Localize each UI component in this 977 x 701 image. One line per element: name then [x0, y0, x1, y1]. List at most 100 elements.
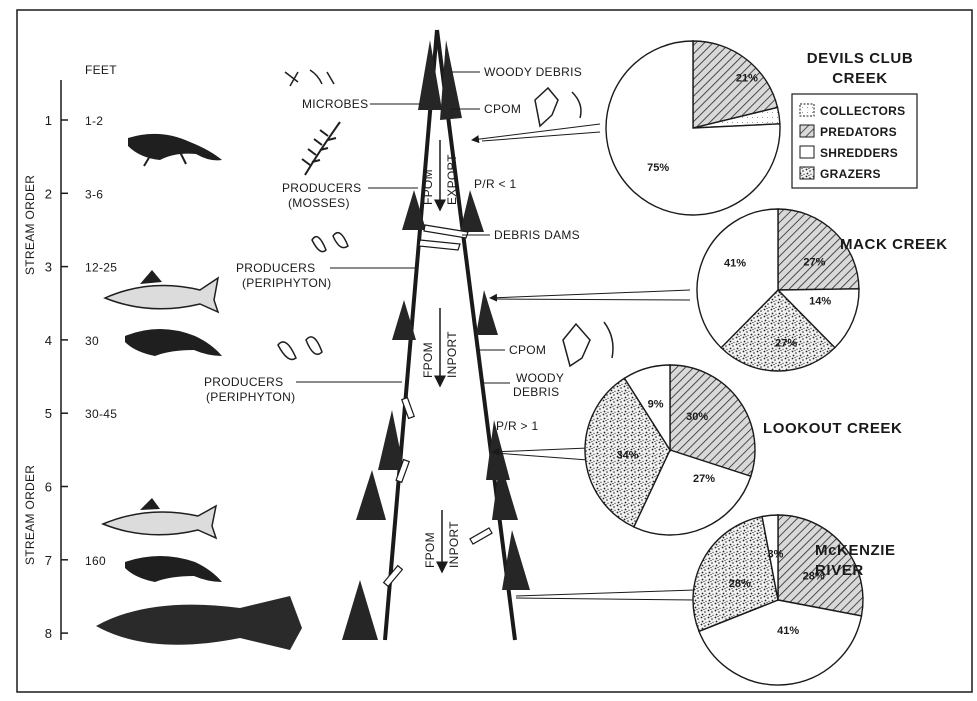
stream-order-tick: 3: [45, 260, 52, 275]
salmon: [96, 596, 302, 650]
periphyton-sublabel-1: (PERIPHYTON): [242, 276, 331, 290]
pie-slice-label: 27%: [775, 338, 797, 350]
pie-slice-label: 34%: [616, 449, 638, 461]
stream-order-tick: 8: [45, 626, 52, 641]
pie-title: LOOKOUT CREEK: [763, 420, 902, 437]
salamander-2: [125, 329, 222, 356]
pie-chart-2: 27% 14% 27% 41% MACK CREEK: [696, 208, 948, 372]
moss-icon: [301, 121, 341, 176]
trout-1: [103, 270, 220, 314]
feet-tick: 30-45: [85, 407, 117, 421]
fpom-label-2: FPOM: [421, 342, 435, 378]
stream-order-label-lower: STREAM ORDER: [23, 465, 37, 565]
stream-order-tick: 6: [45, 480, 52, 495]
legend-label-grazers: GRAZERS: [820, 167, 881, 181]
feet-tick: 30: [85, 334, 99, 348]
pie-title: DEVILS CLUB: [807, 50, 914, 67]
pie-slice-label: 3%: [767, 548, 783, 560]
export-label: EXPORT: [445, 154, 459, 205]
producers-periphyton-label-1: PRODUCERS: [236, 261, 315, 275]
legend-swatch-collectors: [799, 103, 815, 117]
pie-slice-label: 9%: [648, 398, 664, 410]
microbes-label: MICROBES: [302, 97, 368, 111]
pie-slice-predators: [669, 364, 756, 478]
pie-slice-shredders: [605, 40, 781, 216]
stream-order-label-upper: STREAM ORDER: [23, 175, 37, 275]
pie-slice-predators: [692, 40, 779, 129]
pie-slice-label: 21%: [736, 73, 758, 85]
trout-2: [101, 498, 218, 540]
pie-slice-label: 27%: [803, 257, 825, 269]
pie-slice-shredders: [632, 449, 752, 536]
leaf-icon-top: [534, 86, 582, 128]
fpom-import-arrow-2: FPOM INPORT: [423, 510, 461, 574]
stream-order-tick: 1: [45, 113, 52, 128]
pie-slice-label: 14%: [809, 296, 831, 308]
pie-slice-label: 41%: [777, 625, 799, 637]
pie-title: CREEK: [832, 70, 888, 87]
pie-slice-shredders: [761, 514, 779, 601]
fpom-import-arrow-1: FPOM INPORT: [421, 308, 459, 388]
woody-label: WOODY: [516, 371, 564, 385]
stream-order-tick: 4: [45, 333, 52, 348]
producers-mosses-label: PRODUCERS: [282, 181, 361, 195]
mosses-sublabel: (MOSSES): [288, 196, 350, 210]
feet-tick: 160: [85, 554, 106, 568]
pie-slice-label: 28%: [729, 578, 751, 590]
legend-label-predators: PREDATORS: [820, 125, 897, 139]
fpom-label-3: FPOM: [423, 532, 437, 568]
pie-slice-shredders: [698, 599, 863, 686]
periphyton-icon-2: [277, 336, 323, 361]
periphyton-icon-1: [311, 231, 349, 253]
pr-less-than-one: P/R < 1: [474, 177, 516, 191]
annotations: [296, 71, 510, 384]
legend-swatch-shredders: [799, 145, 815, 159]
pie-slice-shredders: [776, 288, 860, 349]
fpom-export-arrow: FPOM EXPORT: [421, 140, 459, 212]
salamander-3: [125, 556, 222, 582]
pie-slice-label: 41%: [724, 257, 746, 269]
stream-channel: [342, 29, 530, 641]
stream-order-tick: 7: [45, 553, 52, 568]
legend-label-collectors: COLLECTORS: [820, 104, 905, 118]
salamander-1: [128, 133, 222, 167]
pie-slice-shredders: [696, 208, 779, 349]
pie-slice-label: 30%: [686, 411, 708, 423]
feet-header: FEET: [85, 63, 117, 77]
feet-tick: 3-6: [85, 187, 103, 201]
import-label-1: INPORT: [445, 331, 459, 378]
legend-swatch-predators: [799, 124, 815, 138]
import-label-2: INPORT: [447, 521, 461, 568]
pie-title: RIVER: [815, 562, 864, 579]
stream-order-tick: 5: [45, 406, 52, 421]
legend-label-shredders: SHREDDERS: [820, 146, 898, 160]
pie-charts: 21%3%75%DEVILS CLUBCREEK27%14%27%41%MACK…: [584, 40, 948, 686]
debris-marks: [382, 224, 493, 588]
pie-slice-grazers: [584, 377, 671, 528]
microbes-icon: [284, 69, 335, 87]
fpom-label-1: FPOM: [421, 169, 435, 205]
pie-slice-grazers: [720, 289, 836, 372]
pie-connectors: [471, 123, 696, 601]
pie-title: McKENZIE: [815, 542, 896, 559]
periphyton-sublabel-2: (PERIPHYTON): [206, 390, 295, 404]
pie-slice-shredders: [623, 364, 671, 453]
pie-chart-3: 30% 27% 34% 9% LOOKOUT CREEK: [584, 364, 902, 536]
pie-chart-4: 28% 41% 28% 3% McKENZIE RIVER: [692, 514, 896, 686]
pie-slice-predators: [777, 208, 860, 291]
leaf-icon-mid: [562, 321, 614, 368]
pie-slice-label: 27%: [693, 473, 715, 485]
feet-tick: 12-25: [85, 261, 117, 275]
pie-slice-label: 28%: [803, 570, 825, 582]
debris-label: DEBRIS: [513, 385, 559, 399]
legend-swatch-grazers: [799, 166, 815, 180]
woody-debris-top-label: WOODY DEBRIS: [484, 65, 582, 79]
cpom-top-label: CPOM: [484, 102, 521, 116]
figure-frame: [16, 9, 973, 693]
pie-title: MACK CREEK: [840, 236, 948, 253]
legend: COLLECTORS PREDATORS SHREDDERS GRAZERS: [791, 93, 918, 189]
